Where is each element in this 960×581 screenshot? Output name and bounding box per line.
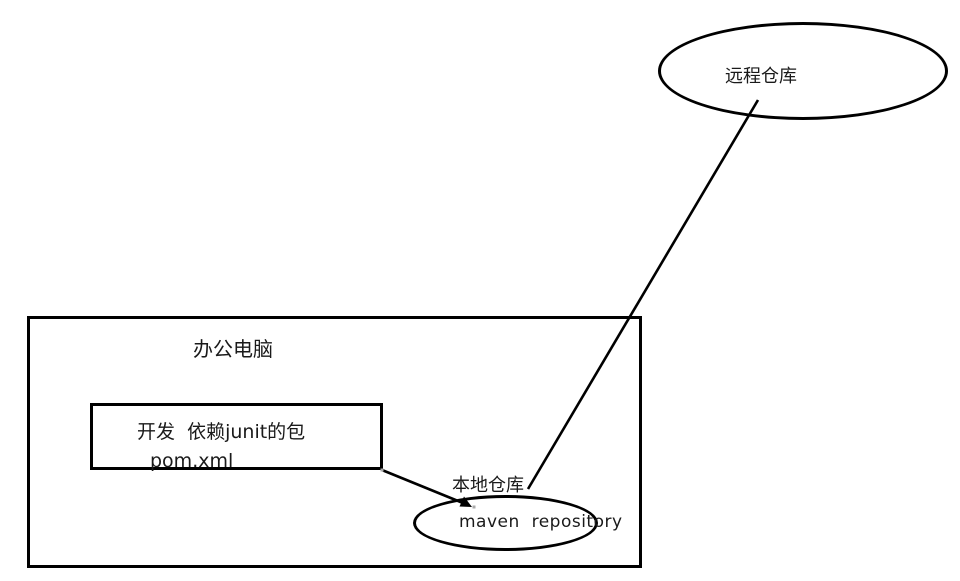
office-computer-label: 办公电脑 <box>193 337 273 361</box>
dev-pom-rect: 开发 依赖junit的包 pom.xml <box>90 403 383 472</box>
local-repo-sublabel: maven repository <box>459 512 623 532</box>
dev-pom-line1: 开发 依赖junit的包 <box>137 421 306 443</box>
local-repo-label: 本地仓库 <box>452 475 524 496</box>
remote-repo-ellipse: 远程仓库 <box>658 22 948 120</box>
local-repo-ellipse: maven repository <box>413 495 622 551</box>
remote-repo-label: 远程仓库 <box>725 66 797 87</box>
dev-pom-line2: pom.xml <box>150 450 234 472</box>
